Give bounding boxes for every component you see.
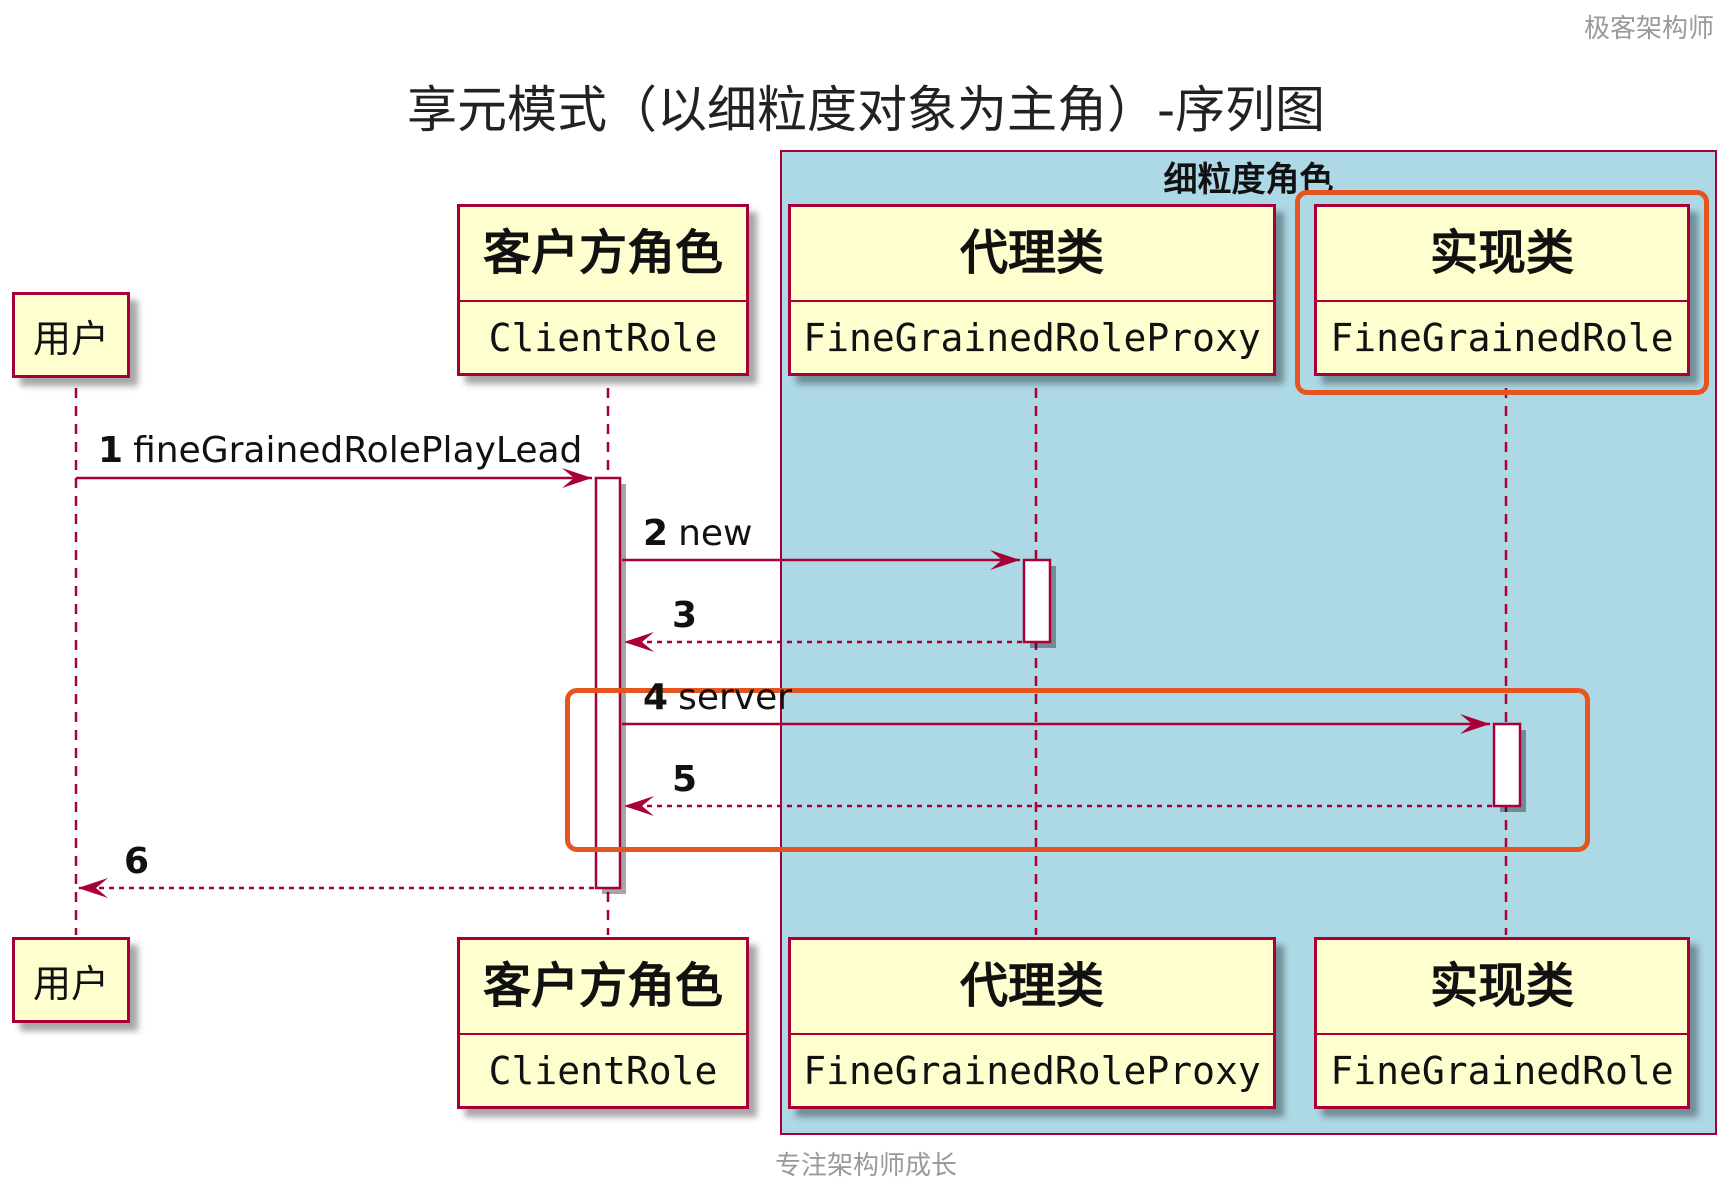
message-text: new xyxy=(678,513,753,554)
participant-class: ClientRole xyxy=(488,1048,718,1093)
participant-class: FineGrainedRole xyxy=(1330,315,1674,360)
participant-proxy-top: 代理类 FineGrainedRoleProxy xyxy=(788,204,1276,376)
message-3-label: 3 xyxy=(672,595,707,636)
participant-client-bottom: 客户方角色 ClientRole xyxy=(457,937,749,1109)
watermark: 极客架构师 xyxy=(1583,14,1714,44)
caption: 专注架构师成长 xyxy=(774,1151,957,1181)
message-number: 1 xyxy=(98,430,124,471)
participant-class: FineGrainedRoleProxy xyxy=(803,1048,1261,1093)
message-text: server xyxy=(678,677,793,718)
participant-class: FineGrainedRoleProxy xyxy=(803,315,1261,360)
participant-name: 实现类 xyxy=(1317,207,1687,302)
participant-name: 代理类 xyxy=(791,940,1273,1035)
participant-name: 代理类 xyxy=(791,207,1273,302)
message-5-arrow-head xyxy=(624,796,654,816)
activation-impl xyxy=(1492,722,1522,808)
participant-name: 用户 xyxy=(32,316,109,361)
message-2-arrow-head xyxy=(990,550,1020,570)
message-number: 3 xyxy=(672,595,698,636)
activation-client xyxy=(594,476,622,890)
participant-client-top: 客户方角色 ClientRole xyxy=(457,204,749,376)
activation-proxy xyxy=(1022,558,1052,644)
diagram-title: 享元模式（以细粒度对象为主角）-序列图 xyxy=(406,81,1326,139)
participant-impl-top: 实现类 FineGrainedRole xyxy=(1314,204,1690,376)
message-3-arrow-head xyxy=(624,632,654,652)
participant-user-top: 用户 xyxy=(12,292,130,378)
message-number: 4 xyxy=(643,677,669,718)
participant-class: FineGrainedRole xyxy=(1330,1048,1674,1093)
message-6-arrow-head xyxy=(78,878,108,898)
highlight-server-call xyxy=(565,688,1590,852)
highlight-impl-participant xyxy=(1295,190,1709,395)
participant-impl-bottom: 实现类 FineGrainedRole xyxy=(1314,937,1690,1109)
message-1-arrow-head xyxy=(562,468,592,488)
message-6-label: 6 xyxy=(124,841,159,882)
message-5-label: 5 xyxy=(672,759,707,800)
message-number: 5 xyxy=(672,759,698,800)
message-number: 6 xyxy=(124,841,150,882)
participant-proxy-bottom: 代理类 FineGrainedRoleProxy xyxy=(788,937,1276,1109)
participant-name: 实现类 xyxy=(1317,940,1687,1035)
message-4-arrow-head xyxy=(1460,714,1490,734)
message-text: fineGrainedRolePlayLead xyxy=(133,430,583,471)
participant-name: 客户方角色 xyxy=(460,207,746,302)
message-number: 2 xyxy=(643,513,669,554)
participant-class: ClientRole xyxy=(488,315,718,360)
participant-name: 客户方角色 xyxy=(460,940,746,1035)
participant-user-bottom: 用户 xyxy=(12,937,130,1023)
participant-name: 用户 xyxy=(32,961,109,1006)
